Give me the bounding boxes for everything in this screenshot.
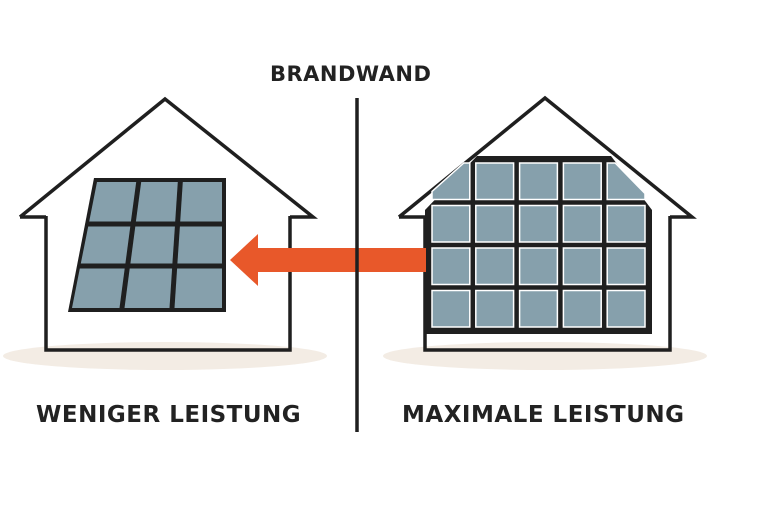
right-house-roof: [397, 95, 697, 219]
right-solar-panel: [431, 247, 471, 286]
right-solar-array-frame: [425, 156, 652, 334]
left-solar-panel: [130, 226, 175, 264]
right-solar-panel: [431, 204, 471, 243]
left-solar-panel: [180, 182, 222, 222]
right-solar-panel: [606, 289, 646, 328]
right-solar-panel: [518, 289, 559, 328]
right-solar-panel: [562, 247, 602, 286]
arrow-shaft: [258, 248, 426, 272]
right-solar-panel: [518, 204, 559, 243]
arrow-head: [230, 234, 258, 286]
left-house-outline: [44, 216, 292, 352]
right-house-caption: MAXIMALE LEISTUNG: [402, 402, 685, 428]
firewall-label: BRANDWAND: [270, 62, 432, 86]
left-house-caption: WENIGER LEISTUNG: [36, 402, 302, 428]
left-solar-panels: [72, 182, 222, 308]
right-solar-panel: [475, 247, 515, 286]
left-solar-panel: [124, 268, 173, 308]
right-solar-panel: [606, 162, 646, 201]
left-solar-panel: [72, 268, 125, 308]
right-solar-panel: [562, 204, 602, 243]
left-solar-panel: [177, 226, 222, 264]
left-solar-panel: [80, 226, 131, 264]
right-solar-panel: [518, 247, 559, 286]
left-ground-shadow: [3, 342, 327, 370]
left-solar-panel: [135, 182, 178, 222]
right-solar-panel: [475, 204, 515, 243]
right-solar-panels: [431, 162, 646, 328]
left-solar-panel: [89, 182, 137, 222]
right-solar-panel: [475, 162, 515, 201]
right-solar-panel: [606, 247, 646, 286]
right-solar-panel: [475, 289, 515, 328]
right-solar-panel: [518, 162, 559, 201]
right-solar-panel: [431, 289, 471, 328]
right-solar-panel: [431, 162, 471, 201]
arrow-left-icon: [230, 234, 426, 286]
right-solar-panel: [562, 162, 602, 201]
left-house-roof: [18, 96, 319, 219]
right-solar-panel: [562, 289, 602, 328]
right-ground-shadow: [383, 342, 707, 370]
left-solar-panel: [174, 268, 222, 308]
right-solar-panel: [606, 204, 646, 243]
